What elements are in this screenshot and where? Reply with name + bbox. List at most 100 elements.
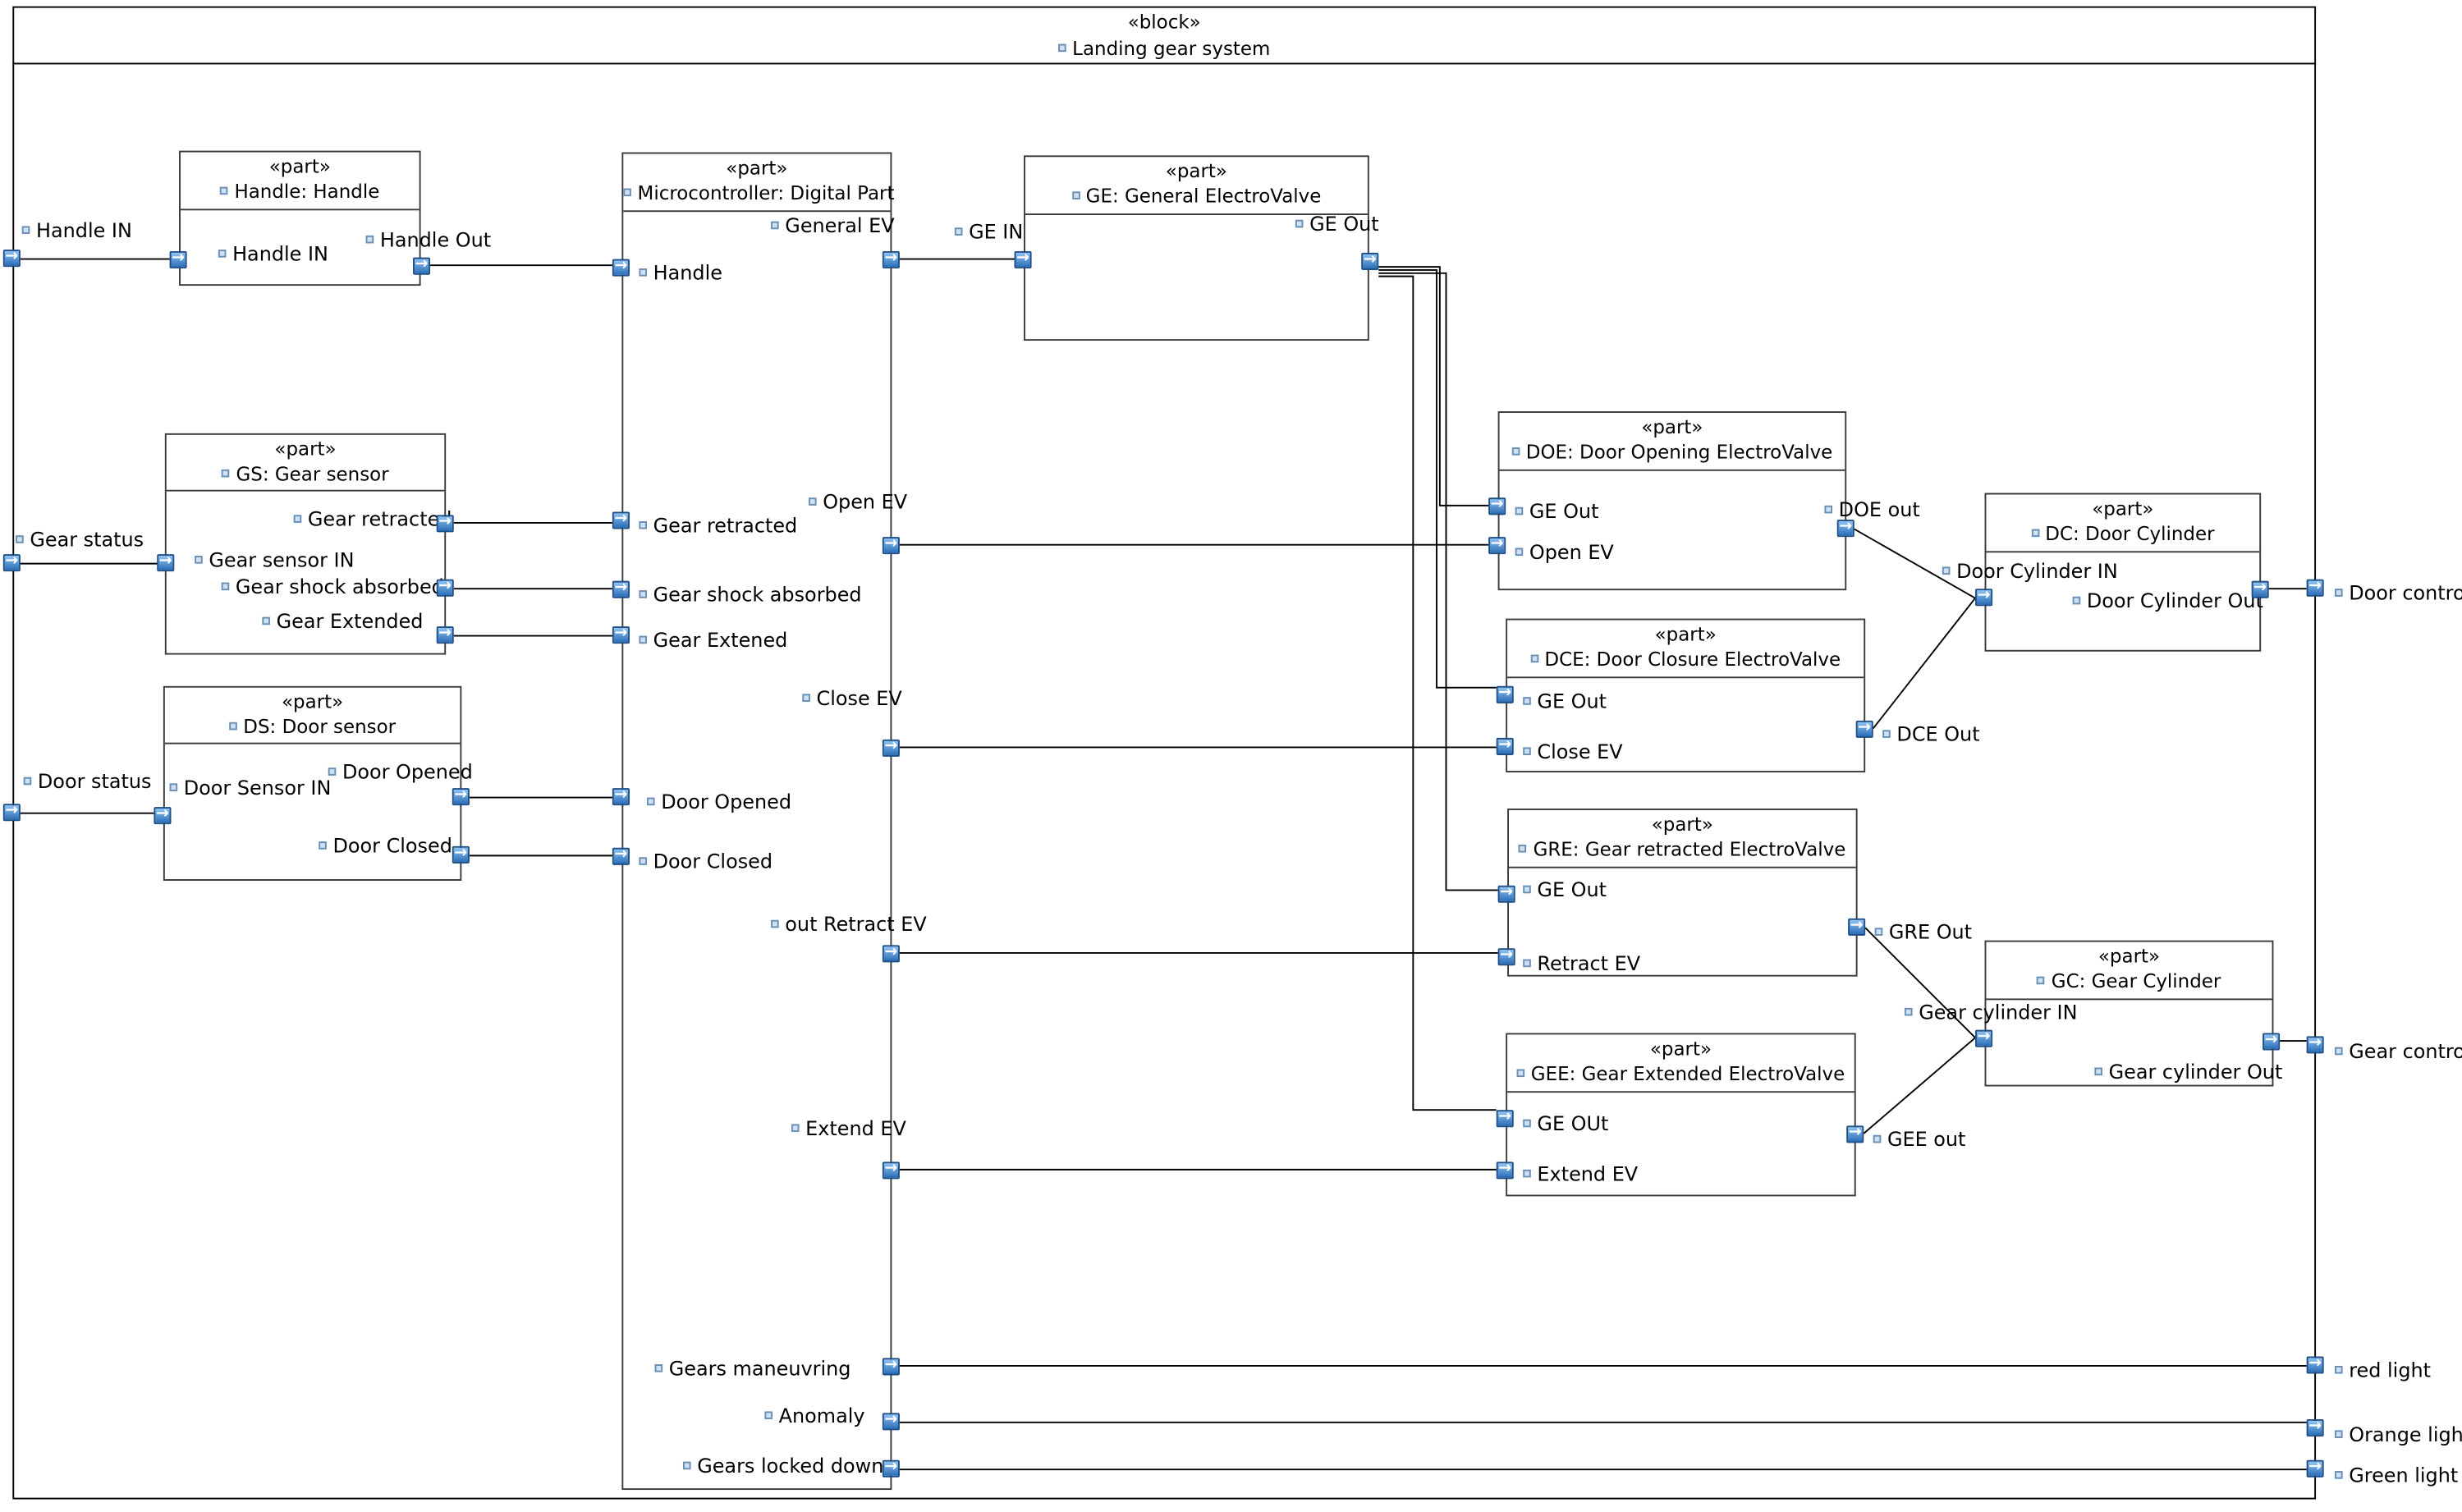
port-icon: [802, 694, 810, 702]
port-ge-in[interactable]: [1014, 246, 1032, 272]
port-ds-closed[interactable]: [452, 841, 470, 867]
part-door-cylinder[interactable]: «part» DC: Door Cylinder: [1984, 493, 2262, 652]
port-dce-ge-out[interactable]: [1496, 681, 1514, 707]
port-icon: [2072, 596, 2081, 605]
port-mc-door-opened[interactable]: [612, 783, 630, 809]
port-gre-retract-ev[interactable]: [1497, 943, 1515, 969]
part-icon: [222, 469, 230, 478]
port-handle-part-out[interactable]: [413, 253, 431, 278]
port-gs-extended[interactable]: [436, 621, 454, 647]
port-red-light[interactable]: [2306, 1352, 2324, 1377]
port-door-control[interactable]: [2306, 575, 2324, 600]
port-icon: [2335, 1430, 2343, 1438]
port-mc-gear-extened[interactable]: [612, 621, 630, 647]
port-mc-gears-maneuvring[interactable]: [882, 1354, 900, 1378]
part-header: «part» DC: Door Cylinder: [1986, 494, 2260, 553]
port-mc-anomaly[interactable]: [882, 1409, 900, 1433]
port-dce-close-ev[interactable]: [1496, 733, 1514, 758]
port-orange-light[interactable]: [2306, 1414, 2324, 1440]
part-microcontroller[interactable]: «part» Microcontroller: Digital Part: [621, 152, 894, 1491]
part-door-closure-electrovalve[interactable]: «part» DCE: Door Closure ElectroValve: [1506, 618, 1866, 772]
port-gs-retracted[interactable]: [436, 511, 454, 535]
connector: [1378, 272, 1498, 891]
port-gc-out[interactable]: [2263, 1029, 2281, 1053]
port-mc-handle[interactable]: [612, 254, 630, 279]
port-ds-opened[interactable]: [452, 783, 470, 809]
port-handle-in[interactable]: [2, 245, 21, 270]
port-icon: [646, 797, 655, 806]
part-stereotype: «part»: [1654, 623, 1717, 646]
port-doe-ge-out[interactable]: [1488, 493, 1506, 518]
port-dc-in[interactable]: [1975, 584, 1993, 609]
port-label: Gear retracted: [293, 508, 452, 531]
port-gre-out[interactable]: [1848, 914, 1866, 939]
port-dce-out[interactable]: [1855, 716, 1873, 741]
port-label: Handle: [639, 261, 722, 284]
part-icon: [2037, 976, 2046, 985]
part-stereotype: «part»: [1649, 1038, 1712, 1061]
port-gre-ge-out[interactable]: [1497, 881, 1515, 906]
part-gear-cylinder[interactable]: «part» GC: Gear Cylinder: [1984, 940, 2274, 1087]
port-green-light[interactable]: [2306, 1455, 2324, 1481]
part-header: «part» GS: Gear sensor: [166, 435, 445, 492]
port-handle-part-in[interactable]: [169, 246, 187, 272]
part-icon: [1519, 844, 1527, 853]
port-mc-gear-retracted[interactable]: [612, 507, 630, 532]
port-mc-gear-shock[interactable]: [612, 576, 630, 602]
port-gee-ge-out[interactable]: [1496, 1105, 1514, 1130]
port-label: GE IN: [954, 221, 1023, 244]
port-doe-open-ev[interactable]: [1488, 532, 1506, 557]
port-gs-shock[interactable]: [436, 575, 454, 600]
part-stereotype: «part»: [2098, 945, 2161, 968]
part-handle[interactable]: «part» Handle: Handle: [179, 150, 421, 286]
port-mc-close-ev[interactable]: [882, 735, 900, 760]
part-header: «part» DOE: Door Opening ElectroValve: [1499, 413, 1845, 471]
port-gee-out[interactable]: [1846, 1121, 1864, 1146]
part-icon: [1511, 447, 1520, 456]
part-gear-extended-electrovalve[interactable]: «part» GEE: Gear Extended ElectroValve: [1506, 1033, 1856, 1197]
port-gs-in[interactable]: [157, 549, 175, 575]
port-gear-status[interactable]: [2, 549, 21, 575]
port-icon: [1824, 505, 1833, 514]
port-icon: [771, 919, 779, 928]
port-mc-out-retract-ev[interactable]: [882, 941, 900, 965]
part-title: Handle: Handle: [181, 181, 420, 203]
port-mc-extend-ev[interactable]: [882, 1157, 900, 1182]
port-mc-door-closed[interactable]: [612, 843, 630, 868]
part-title: DOE: Door Opening ElectroValve: [1500, 441, 1845, 463]
port-gear-control[interactable]: [2306, 1032, 2324, 1056]
port-dc-out[interactable]: [2251, 576, 2269, 602]
port-door-status[interactable]: [2, 800, 21, 824]
connector: [1864, 927, 1976, 1038]
port-label: Retract EV: [1523, 952, 1640, 975]
port-icon: [654, 1364, 663, 1372]
port-icon: [1523, 747, 1531, 755]
part-icon: [1071, 191, 1080, 199]
part-general-electrovalve[interactable]: «part» GE: General ElectroValve: [1024, 155, 1369, 341]
part-gear-retracted-electrovalve[interactable]: «part» GRE: Gear retracted ElectroValve: [1507, 808, 1858, 977]
port-label: Handle IN: [218, 242, 328, 265]
port-mc-open-ev[interactable]: [882, 532, 900, 557]
port-ds-in[interactable]: [154, 802, 172, 827]
port-label: GE Out: [1295, 213, 1379, 236]
part-stereotype: «part»: [1641, 415, 1703, 438]
part-header: «part» GE: General ElectroValve: [1025, 157, 1368, 216]
part-stereotype: «part»: [274, 438, 337, 460]
part-door-sensor[interactable]: «part» DS: Door sensor: [163, 685, 462, 881]
port-icon: [1873, 1134, 1882, 1143]
port-label: Gear sensor IN: [195, 548, 354, 571]
port-label: Gear retracted: [639, 514, 797, 537]
port-gc-in[interactable]: [1975, 1025, 1993, 1051]
port-gee-extend-ev[interactable]: [1496, 1157, 1514, 1182]
part-gear-sensor[interactable]: «part» GS: Gear sensor: [164, 433, 447, 655]
port-mc-general-ev[interactable]: [882, 246, 900, 272]
part-door-opening-electrovalve[interactable]: «part» DOE: Door Opening ElectroValve: [1497, 411, 1847, 591]
port-label: Handle Out: [365, 228, 491, 251]
port-ge-out[interactable]: [1361, 248, 1379, 273]
port-icon: [639, 520, 647, 529]
port-mc-gears-locked-down[interactable]: [882, 1455, 900, 1481]
port-icon: [328, 767, 337, 776]
port-icon: [764, 1411, 773, 1419]
port-doe-out[interactable]: [1836, 515, 1855, 540]
part-header: «part» GEE: Gear Extended ElectroValve: [1507, 1034, 1855, 1093]
